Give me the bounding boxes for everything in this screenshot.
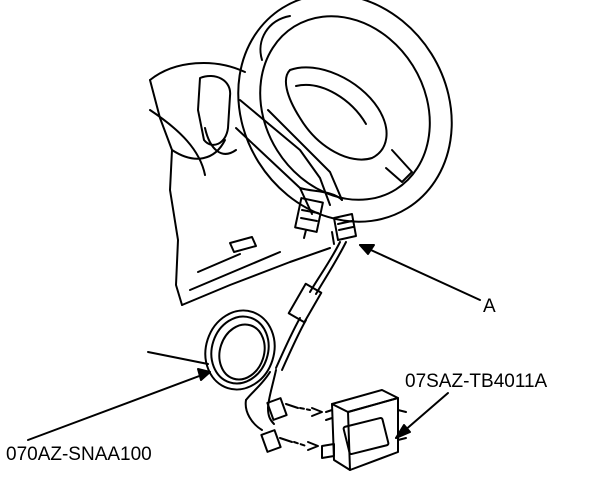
leader-line-icon <box>147 351 209 365</box>
steering-wheel-icon <box>237 0 453 223</box>
harness-cable-icon <box>204 241 347 431</box>
callout-harness-part-number: 070AZ-SNAA100 <box>6 444 152 465</box>
tester-box-icon <box>321 389 407 471</box>
leader-arrow-icon <box>395 392 449 439</box>
leader-arrow-icon <box>27 368 211 441</box>
callout-connector-a: A <box>483 296 496 317</box>
dashboard-icon <box>149 62 331 306</box>
leader-arrow-icon <box>359 244 481 301</box>
callout-tool-part-number: 07SAZ-TB4011A <box>405 371 548 392</box>
connector-a-icon <box>331 213 357 245</box>
column-connector-icon <box>294 197 324 239</box>
steering-column-icon <box>235 109 343 215</box>
harness-plug-icon <box>260 397 323 453</box>
